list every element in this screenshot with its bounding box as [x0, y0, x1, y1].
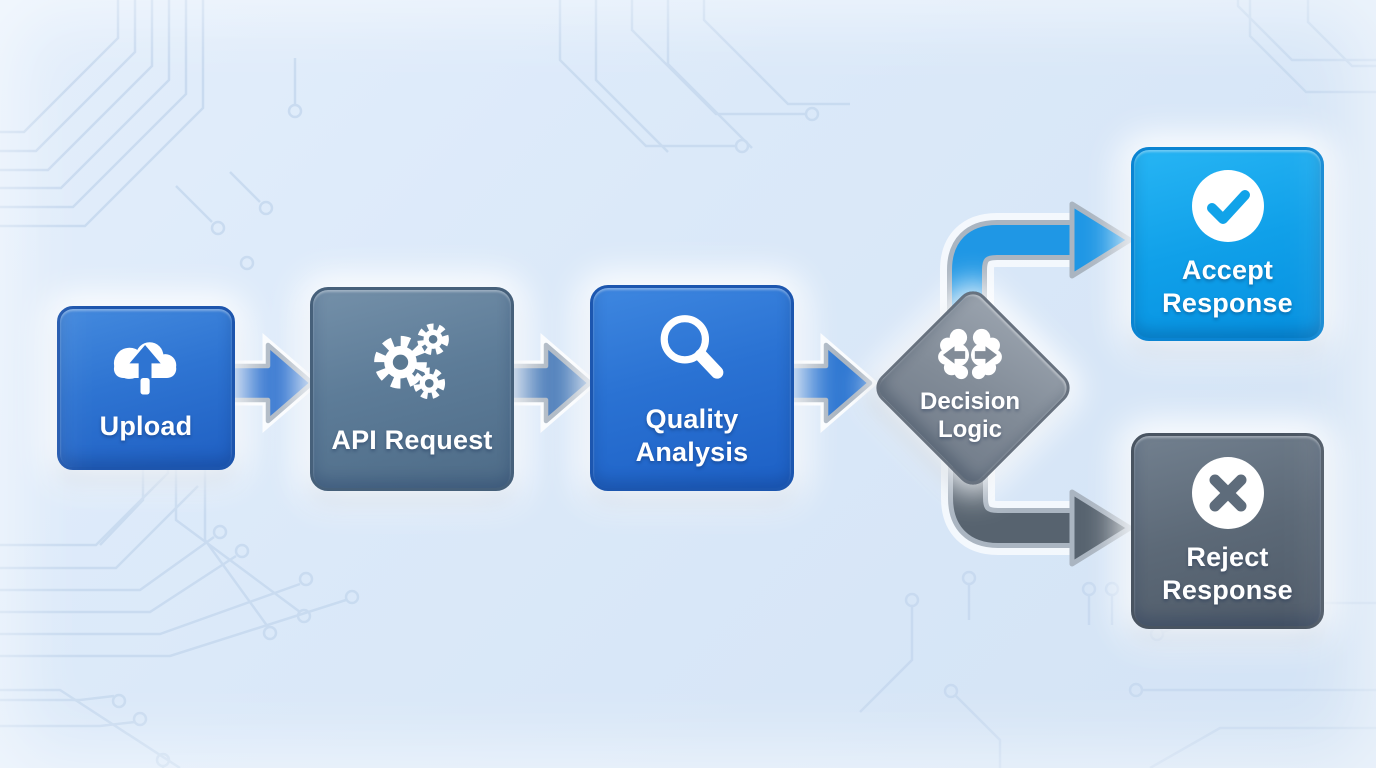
cloud-upload-icon	[113, 341, 177, 395]
node-decision-logic: Decision Logic	[869, 284, 1077, 492]
x-circle-icon	[1191, 457, 1264, 530]
node-label-api-request: API Request	[331, 424, 493, 455]
node-label-accept-response: Accept Response	[1162, 255, 1293, 318]
node-api-request: API Request	[310, 287, 514, 491]
node-label-quality-analysis: Quality Analysis	[635, 404, 749, 467]
node-label-reject-response: Reject Response	[1162, 542, 1293, 605]
node-reject-response: Reject Response	[1131, 433, 1324, 629]
node-label-decision-logic: Decision Logic	[919, 387, 1021, 443]
gears-icon	[374, 322, 449, 399]
brain-icon	[938, 328, 1002, 379]
arrow-decision-to-reject	[941, 425, 1133, 567]
node-label-upload: Upload	[99, 410, 193, 441]
arrow-decision-to-accept	[940, 201, 1133, 345]
node-upload: Upload	[57, 306, 235, 470]
arrow-upload-to-api	[222, 345, 312, 421]
node-accept-response: Accept Response	[1131, 147, 1324, 341]
check-circle-icon	[1191, 170, 1264, 243]
magnifying-glass-icon	[660, 315, 724, 379]
node-quality-analysis: Quality Analysis	[590, 285, 794, 491]
